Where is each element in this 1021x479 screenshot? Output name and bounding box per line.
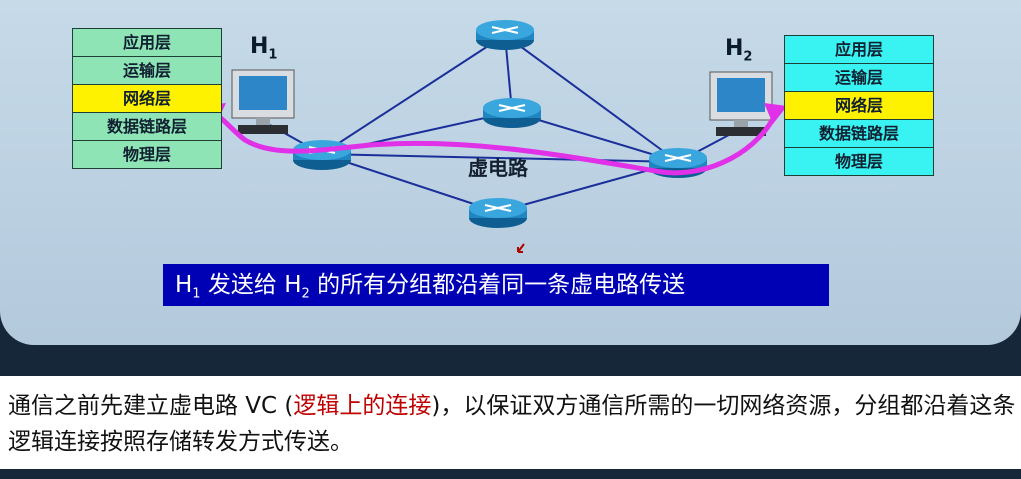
banner: H1 发送给 H2 的所有分组都沿着同一条虚电路传送 <box>163 264 829 306</box>
layer-transport: 运输层 <box>784 63 934 91</box>
router-icon <box>293 140 351 170</box>
caption-highlight: 逻辑上的连接 <box>293 393 432 419</box>
computer-h2-icon <box>709 71 773 136</box>
layer-datalink: 数据链路层 <box>784 119 934 147</box>
arrow-right-icon <box>764 103 787 124</box>
link <box>321 34 506 155</box>
layer-application: 应用层 <box>72 28 222 56</box>
host-h2-label: H2 <box>725 36 753 65</box>
network-diagram <box>203 20 787 253</box>
host-h1-label: H1 <box>250 34 278 63</box>
link <box>504 34 679 163</box>
router-icon <box>476 20 534 50</box>
caption-text: 通信之前先建立虚电路 VC (逻辑上的连接)，以保证双方通信所需的一切网络资源，… <box>0 376 1021 469</box>
layer-datalink: 数据链路层 <box>72 112 222 140</box>
layer-network: 网络层 <box>784 91 934 119</box>
pointer-cursor-icon <box>517 243 525 253</box>
router-icon <box>469 198 527 228</box>
layer-transport: 运输层 <box>72 56 222 84</box>
virtual-circuit-path <box>210 108 780 176</box>
layer-physical: 物理层 <box>784 147 934 176</box>
protocol-stack-h2: 应用层 运输层 网络层 数据链路层 物理层 <box>784 35 934 176</box>
virtual-circuit-label: 虚电路 <box>468 156 528 180</box>
link <box>321 153 679 163</box>
link <box>321 153 499 213</box>
layer-physical: 物理层 <box>72 140 222 169</box>
protocol-stack-h1: 应用层 运输层 网络层 数据链路层 物理层 <box>72 28 222 169</box>
layer-application: 应用层 <box>784 35 934 63</box>
computer-h1-icon <box>231 69 295 134</box>
router-icon <box>483 98 541 128</box>
slide-area: 应用层 运输层 网络层 数据链路层 物理层 应用层 运输层 网络层 数据链路层 … <box>0 0 1021 345</box>
layer-network: 网络层 <box>72 84 222 112</box>
